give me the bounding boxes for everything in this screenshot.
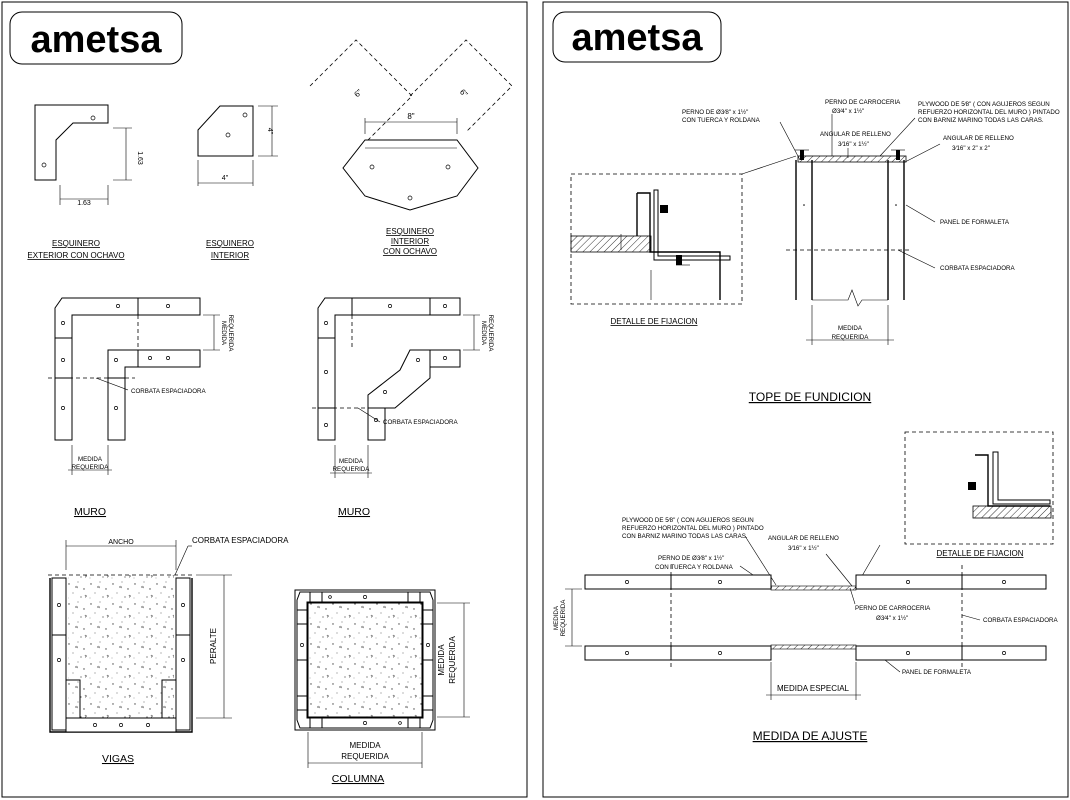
ajuste-title: MEDIDA DE AJUSTE <box>753 729 868 743</box>
tope-fundicion-diagram: PERNO DE CARROCERIA Ø3⁄4" x 1½" PERNO DE… <box>570 99 1060 404</box>
vigas-ancho: ANCHO <box>108 539 134 546</box>
ajuste-corbata: CORBATA ESPACIADORA <box>983 617 1058 624</box>
ajuste-angular: ANGULAR DE RELLENO <box>768 535 839 542</box>
tope-angular-2-dim: 3⁄16" x 2" x 2" <box>952 145 990 152</box>
logo-right-text: ametsa <box>572 17 704 59</box>
corner-ext-label-1: ESQUINERO <box>52 239 100 248</box>
muro-1-diagram: CORBATA ESPACIADORA MEDIDA REQUERIDA MED… <box>48 297 234 518</box>
vigas-peralte: PERALTE <box>209 628 218 664</box>
muro1-medida-2: REQUERIDA <box>72 464 110 471</box>
ajuste-panel: PANEL DE FORMALETA <box>902 669 972 676</box>
tope-medida-1: MEDIDA <box>838 325 863 332</box>
muro1-title: MURO <box>74 506 106 518</box>
tope-angular-1-dim: 3⁄16" x 1½" <box>838 141 869 148</box>
tope-medida-2: REQUERIDA <box>832 334 870 341</box>
ajuste-perno-carroceria: PERNO DE CARROCERIA <box>855 605 931 612</box>
muro2-corbata: CORBATA ESPACIADORA <box>383 419 458 426</box>
corner-chamfer-dim-a: 6" <box>352 87 364 99</box>
corner-ext-dim-v: 1.63 <box>136 151 143 165</box>
corner-ext-dim-h: 1.63 <box>77 200 91 207</box>
logo-right: ametsa <box>552 11 722 63</box>
corner-chamfer-dim-w: 8" <box>407 112 414 121</box>
ajuste-perno-carroceria-dim: Ø3⁄4" x 1½" <box>876 615 908 622</box>
ajuste-angular-dim: 3⁄16" x 1½" <box>788 545 819 552</box>
corner-exterior: 1.63 1.63 ESQUINERO EXTERIOR CON OCHAVO <box>27 104 143 260</box>
tope-plywood-3: CON BARNIZ MARINO TODAS LAS CARAS. <box>918 117 1044 124</box>
tope-angular-1: ANGULAR DE RELLENO <box>820 131 891 138</box>
corner-chamfer-dim-b: 6" <box>458 87 470 99</box>
corner-ext-label-2: EXTERIOR CON OCHAVO <box>27 251 124 260</box>
corner-interior-chamfer: 8" 6" 6" ESQUINERO INTERIOR CON OCHAVO <box>309 39 513 256</box>
corner-int-label-2: INTERIOR <box>211 251 249 260</box>
tope-corbata: CORBATA ESPACIADORA <box>940 265 1015 272</box>
vigas-corbata: CORBATA ESPACIADORA <box>192 536 289 545</box>
ajuste-medida-especial: MEDIDA ESPECIAL <box>777 684 850 693</box>
columna-medida-1: MEDIDA <box>349 741 381 750</box>
columna-side-1: MEDIDA <box>437 644 446 676</box>
vigas-diagram: ANCHO CORBATA ESPACIADORA PERALTE VIGAS <box>48 536 289 765</box>
ajuste-plywood-1: PLYWOOD DE 5⁄8" ( CON AGUJEROS SEGUN <box>622 517 754 524</box>
columna-title: COLUMNA <box>332 773 385 785</box>
right-sheet-frame <box>542 1 1069 798</box>
muro1-side-1: MEDIDA <box>220 321 227 346</box>
tope-angular-2: ANGULAR DE RELLENO <box>943 135 1014 142</box>
muro1-corbata: CORBATA ESPACIADORA <box>131 388 206 395</box>
ajuste-side-1: MEDIDA <box>553 605 560 630</box>
vigas-title: VIGAS <box>102 753 134 765</box>
ajuste-plywood-3: CON BARNIZ MARINO TODAS LAS CARAS. <box>622 533 748 540</box>
muro1-medida-1: MEDIDA <box>78 456 103 463</box>
corner-int-dim-h: 4" <box>222 175 229 182</box>
corner-chamfer-label-3: CON OCHAVO <box>383 247 437 256</box>
tope-perno-1: PERNO DE Ø3⁄8" x 1½" <box>682 109 748 116</box>
medida-ajuste-diagram: DETALLE DE FIJACION PLYWOOD DE 5⁄8" ( CO… <box>553 431 1058 743</box>
ajuste-plywood-2: REFUERZO HORIZONTAL DEL MURO ) PINTADO <box>622 525 764 532</box>
muro2-medida-1: MEDIDA <box>339 458 364 465</box>
logo-left-text: ametsa <box>31 19 163 61</box>
corner-chamfer-label-2: INTERIOR <box>391 237 429 246</box>
muro2-side-2: REQUERIDA <box>487 315 494 353</box>
tope-perno-2: CON TUERCA Y ROLDANA <box>682 117 761 124</box>
tope-plywood-1: PLYWOOD DE 5⁄8" ( CON AGUJEROS SEGUN <box>918 101 1050 108</box>
columna-side-2: REQUERIDA <box>448 636 457 684</box>
ajuste-detalle: DETALLE DE FIJACION <box>937 549 1024 558</box>
muro2-side-1: MEDIDA <box>480 321 487 346</box>
ajuste-perno-1: PERNO DE Ø3⁄8" x 1½" <box>658 555 724 562</box>
columna-diagram: MEDIDA REQUERIDA MEDIDA REQUERIDA COLUMN… <box>294 589 470 785</box>
tope-title: TOPE DE FUNDICION <box>749 390 871 404</box>
corner-int-dim-v: 4" <box>266 128 273 135</box>
logo-left: ametsa <box>9 11 183 65</box>
tope-detalle: DETALLE DE FIJACION <box>611 317 698 326</box>
muro-2-diagram: CORBATA ESPACIADORA MEDIDA REQUERIDA MED… <box>312 297 494 518</box>
muro2-title: MURO <box>338 506 370 518</box>
tope-perno-carroceria-dim: Ø3⁄4" x 1½" <box>832 108 864 115</box>
ajuste-side-2: REQUERIDA <box>560 599 567 637</box>
columna-medida-2: REQUERIDA <box>341 752 389 761</box>
corner-int-label-1: ESQUINERO <box>206 239 254 248</box>
tope-plywood-2: REFUERZO HORIZONTAL DEL MURO ) PINTADO <box>918 109 1060 116</box>
ajuste-perno-2: CON TUERCA Y ROLDANA <box>655 564 734 571</box>
corner-chamfer-label-1: ESQUINERO <box>386 227 434 236</box>
muro2-medida-2: REQUERIDA <box>333 466 371 473</box>
tope-panel: PANEL DE FORMALETA <box>940 219 1010 226</box>
tope-perno-carroceria: PERNO DE CARROCERIA <box>825 99 901 106</box>
corner-interior: 4" 4" ESQUINERO INTERIOR <box>197 105 278 260</box>
muro1-side-2: REQUERIDA <box>227 315 234 353</box>
